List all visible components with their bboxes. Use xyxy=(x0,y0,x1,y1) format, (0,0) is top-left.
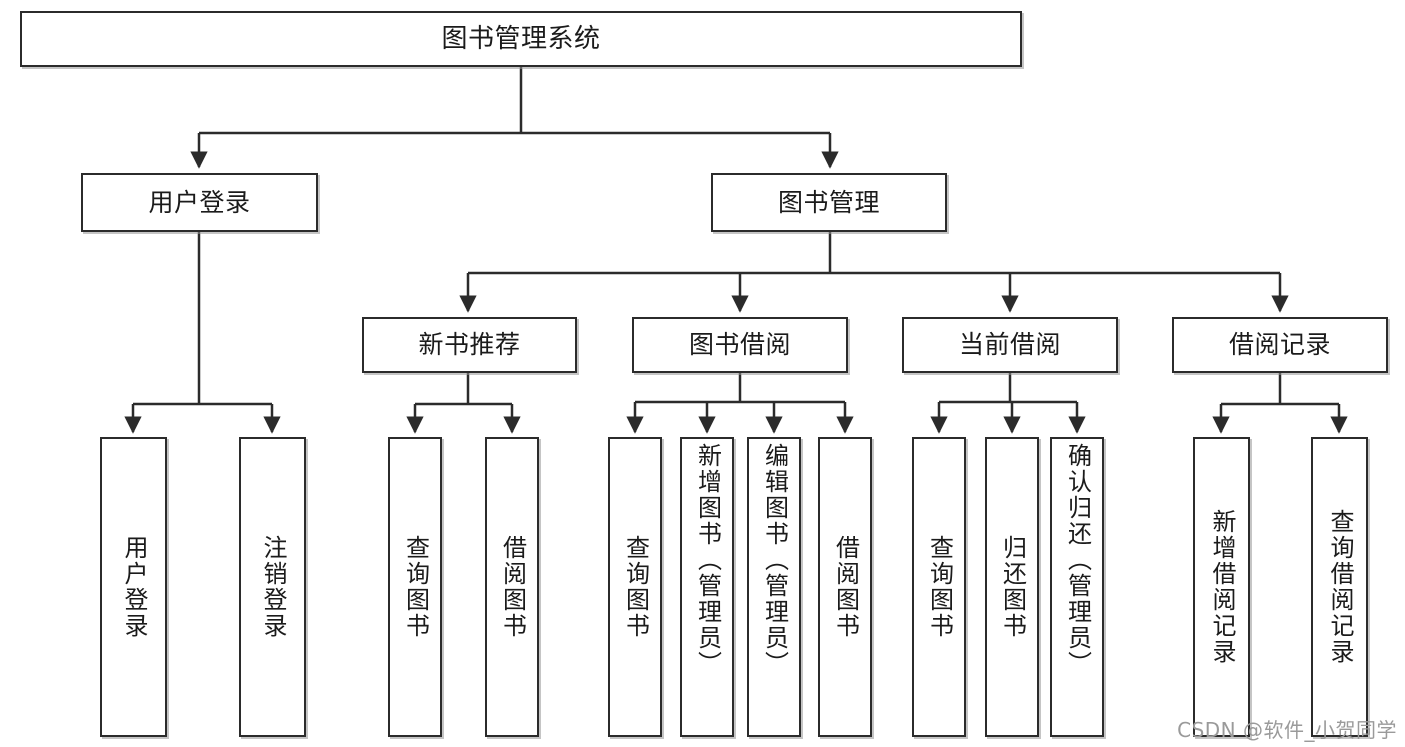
leaf-edit-book-admin-label: 编辑图书（管理员） xyxy=(760,443,789,677)
leaf-add-borrow-record[interactable]: 新增借阅记录 xyxy=(1193,437,1250,737)
node-new-book-recommend-label: 新书推荐 xyxy=(418,330,521,360)
leaf-query-book-current[interactable]: 查询图书 xyxy=(912,437,966,737)
node-book-borrow-label: 图书借阅 xyxy=(688,330,791,360)
leaf-query-book-current-label: 查询图书 xyxy=(925,535,954,639)
leaf-query-book-recommend[interactable]: 查询图书 xyxy=(388,437,442,737)
leaf-add-book-admin-label: 新增图书（管理员） xyxy=(693,443,722,677)
leaf-query-borrow-record[interactable]: 查询借阅记录 xyxy=(1311,437,1368,737)
leaf-logout-label: 注销登录 xyxy=(258,535,287,639)
leaf-edit-book-admin[interactable]: 编辑图书（管理员） xyxy=(747,437,801,737)
leaf-confirm-return-admin-label: 确认归还（管理员） xyxy=(1063,443,1092,677)
node-root[interactable]: 图书管理系统 xyxy=(20,11,1022,67)
leaf-borrow-book-recommend-label: 借阅图书 xyxy=(498,535,527,639)
node-book-borrow[interactable]: 图书借阅 xyxy=(632,317,848,373)
leaf-return-book-label: 归还图书 xyxy=(998,535,1027,639)
node-user-login[interactable]: 用户登录 xyxy=(81,173,318,232)
node-borrow-record[interactable]: 借阅记录 xyxy=(1172,317,1388,373)
node-borrow-record-label: 借阅记录 xyxy=(1228,330,1331,360)
leaf-borrow-book-label: 借阅图书 xyxy=(831,535,860,639)
node-book-management-label: 图书管理 xyxy=(777,187,880,217)
leaf-borrow-book[interactable]: 借阅图书 xyxy=(818,437,872,737)
leaf-query-book-borrow-label: 查询图书 xyxy=(621,535,650,639)
leaf-confirm-return-admin[interactable]: 确认归还（管理员） xyxy=(1050,437,1104,737)
node-new-book-recommend[interactable]: 新书推荐 xyxy=(362,317,577,373)
leaf-query-book-recommend-label: 查询图书 xyxy=(401,535,430,639)
leaf-user-login[interactable]: 用户登录 xyxy=(100,437,167,737)
leaf-user-login-label: 用户登录 xyxy=(119,535,148,639)
leaf-return-book[interactable]: 归还图书 xyxy=(985,437,1039,737)
leaf-add-borrow-record-label: 新增借阅记录 xyxy=(1207,509,1236,665)
node-current-borrow-label: 当前借阅 xyxy=(958,330,1061,360)
node-book-management[interactable]: 图书管理 xyxy=(711,173,947,232)
leaf-borrow-book-recommend[interactable]: 借阅图书 xyxy=(485,437,539,737)
leaf-query-book-borrow[interactable]: 查询图书 xyxy=(608,437,662,737)
leaf-query-borrow-record-label: 查询借阅记录 xyxy=(1325,509,1354,665)
csdn-watermark: CSDN @软件_小贺同学 xyxy=(1177,718,1397,742)
node-user-login-label: 用户登录 xyxy=(148,187,251,217)
node-root-label: 图书管理系统 xyxy=(441,23,601,54)
leaf-logout[interactable]: 注销登录 xyxy=(239,437,306,737)
leaf-add-book-admin[interactable]: 新增图书（管理员） xyxy=(680,437,734,737)
node-current-borrow[interactable]: 当前借阅 xyxy=(902,317,1118,373)
